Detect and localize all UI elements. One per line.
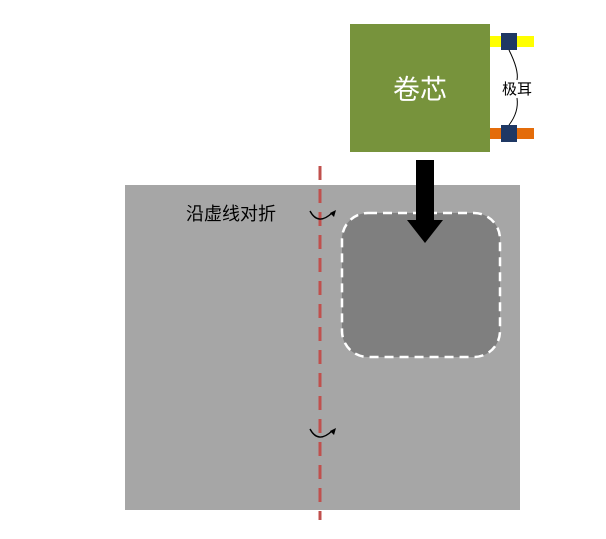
core-label: 卷芯 (393, 75, 447, 106)
fold-arrow-top-icon (309, 210, 336, 220)
insert-arrow-icon (407, 160, 443, 243)
jelly-roll-core (350, 24, 490, 152)
fold-instruction-label: 沿虚线对折 (186, 204, 276, 225)
tab-seal-top (501, 33, 517, 50)
tab-seal-bottom (501, 125, 517, 142)
tab-bracket (508, 49, 518, 126)
fold-arrow-bottom-icon (309, 428, 336, 438)
tab-label: 极耳 (502, 80, 532, 98)
